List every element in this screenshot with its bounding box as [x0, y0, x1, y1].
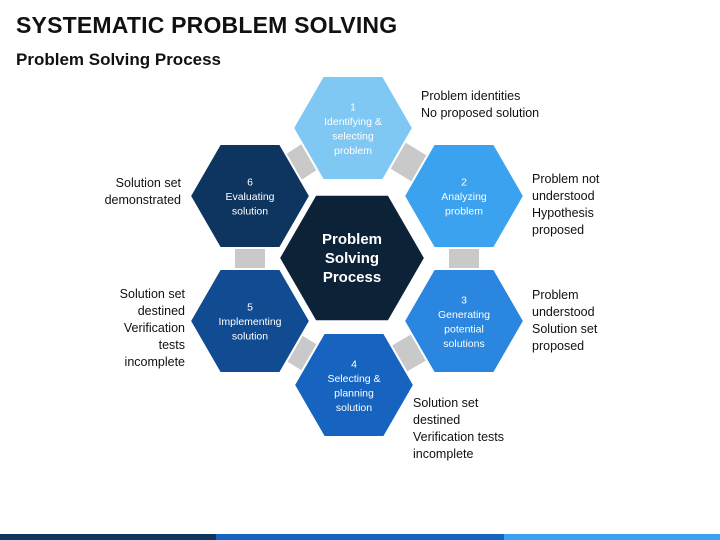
step-number: 6: [247, 177, 253, 189]
note-line: Problem: [532, 288, 579, 302]
note-line: Verification: [123, 321, 185, 335]
step-label: solutions: [443, 338, 484, 350]
step-label: selecting: [332, 130, 374, 142]
step-label: problem: [334, 145, 372, 157]
note-line: Problem identities: [421, 89, 521, 103]
note-line: proposed: [532, 339, 585, 353]
note-line: understood: [532, 305, 595, 319]
step-label: Analyzing: [441, 191, 487, 203]
step-hexagon-shape: [402, 143, 526, 249]
bottom-bar-segment: [216, 534, 504, 540]
note-line: Solution set: [413, 396, 479, 410]
bottom-bar-segment: [0, 534, 216, 540]
step-label: Identifying &: [324, 116, 382, 128]
note-step-6: Solution set demonstrated: [90, 175, 181, 209]
center-hexagon-shape: [277, 193, 427, 323]
note-line: tests: [158, 338, 185, 352]
page-subtitle: Problem Solving Process: [16, 50, 222, 69]
note-line: Solution set: [115, 176, 181, 190]
note-line: demonstrated: [104, 193, 181, 207]
note-line: Solution set: [119, 287, 185, 301]
center-label: Problem: [322, 231, 382, 248]
step-label: Selecting &: [327, 373, 380, 385]
step-number: 4: [351, 358, 357, 370]
note-line: incomplete: [124, 355, 185, 369]
step-label: Implementing: [218, 316, 281, 328]
note-line: Hypothesis: [532, 206, 594, 220]
step-hexagon-shape: [292, 332, 416, 438]
center-label: Process: [323, 269, 381, 286]
note-line: proposed: [532, 223, 585, 237]
step-number: 2: [461, 177, 467, 189]
step-hexagon-shape: [188, 268, 312, 374]
note-line: destined: [137, 304, 185, 318]
step-number: 3: [461, 294, 467, 306]
note-line: incomplete: [413, 447, 474, 461]
bottom-bar-segment: [504, 534, 720, 540]
step-label: planning: [334, 387, 374, 399]
note-line: No proposed solution: [421, 106, 540, 120]
note-line: Problem not: [532, 172, 600, 186]
step-label: problem: [445, 206, 483, 218]
center-label: Solving: [325, 250, 379, 267]
step-label: solution: [336, 402, 372, 414]
step-hexagon-shape: [188, 143, 312, 249]
step-label: Generating: [438, 309, 490, 321]
bottom-accent-bar: [0, 534, 720, 540]
step-hexagon-shape: [291, 75, 415, 181]
note-line: Verification tests: [413, 430, 505, 444]
step-label: Evaluating: [225, 191, 274, 203]
page-title: SYSTEMATIC PROBLEM SOLVING: [16, 12, 398, 38]
step-number: 5: [247, 302, 253, 314]
step-label: solution: [232, 331, 268, 343]
note-line: Solution set: [532, 322, 598, 336]
note-step-1: Problem identities No proposed solution: [421, 88, 539, 122]
note-line: destined: [413, 413, 461, 427]
step-label: solution: [232, 206, 268, 218]
step-label: potential: [444, 323, 484, 335]
note-line: understood: [532, 189, 595, 203]
step-number: 1: [350, 101, 356, 113]
step-hexagon-shape: [402, 268, 526, 374]
